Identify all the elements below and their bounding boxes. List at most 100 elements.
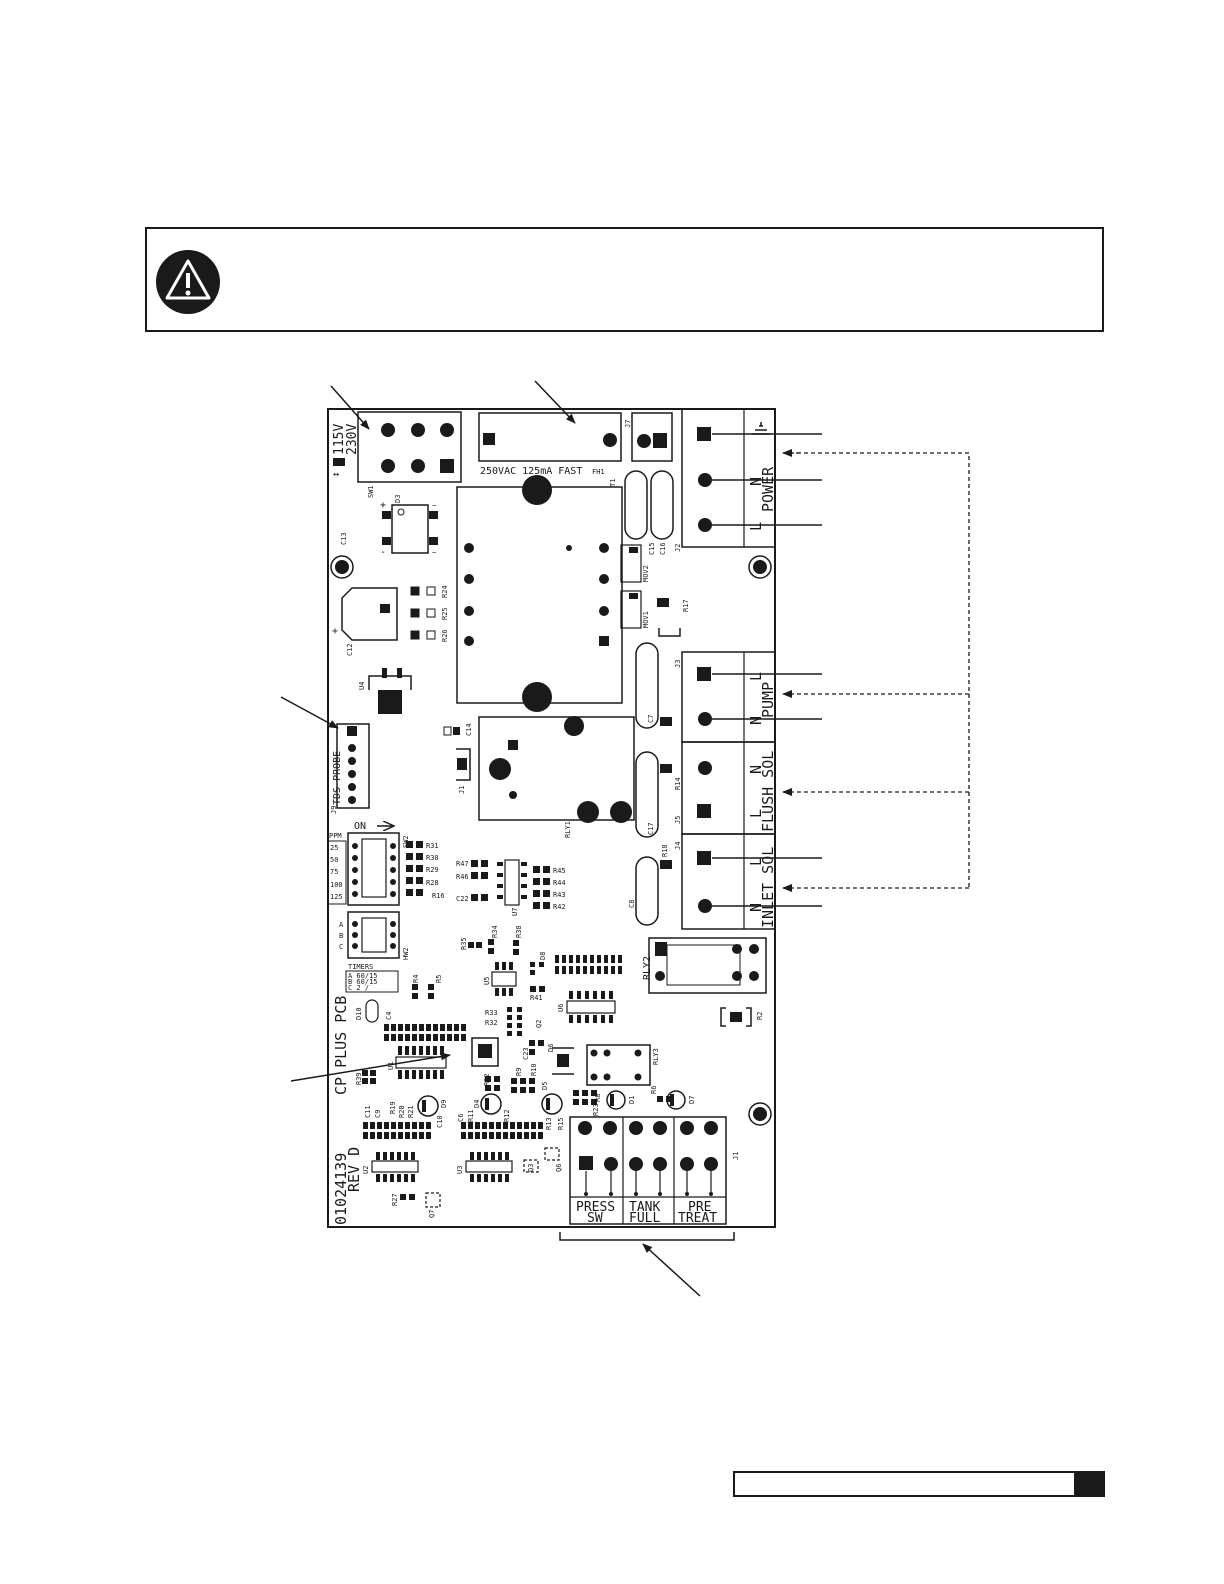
power-l-label: L: [747, 522, 765, 531]
timer-row-b: B 60/15: [348, 978, 378, 986]
d9-label: D9: [440, 1100, 448, 1108]
r12-label: R12: [503, 1109, 511, 1122]
pre-label: PRE: [688, 1200, 711, 1215]
tds-probe-label: TDS PROBE: [332, 751, 343, 805]
transformer-t1: [456, 486, 623, 704]
q3-label: Q3: [527, 1164, 535, 1172]
r19-label: R19: [389, 1101, 397, 1114]
dip-switch-sw2: [347, 832, 400, 906]
mov2-label: MOV2: [642, 565, 650, 582]
svg-text:+: +: [380, 500, 386, 511]
swap-arrow-icon: ↔: [333, 469, 339, 480]
r25-label: R25: [441, 607, 449, 620]
r27-label: R27: [391, 1193, 399, 1206]
r29-label: R29: [426, 866, 439, 874]
ppm-50: 50: [330, 856, 338, 864]
footer-bar: [733, 1471, 1076, 1497]
c13-label: C13: [340, 532, 348, 545]
u1-label: U1: [387, 1062, 395, 1070]
r11-label: R11: [467, 1109, 475, 1122]
pump-label: PUMP: [759, 682, 777, 718]
ppm-75: 75: [330, 868, 338, 876]
r17-label: R17: [682, 599, 690, 612]
c12-label: C12: [346, 643, 354, 656]
c17-label: C17: [647, 822, 655, 835]
j5-label: J5: [674, 816, 682, 824]
pump-l-label: L: [747, 672, 765, 681]
svg-text:~: ~: [432, 502, 436, 510]
u7-label: U7: [511, 908, 519, 916]
r33-label: R33: [485, 1009, 498, 1017]
r13-label: R13: [545, 1117, 553, 1130]
u2-label: U2: [362, 1166, 370, 1174]
c22-label: C22: [456, 895, 469, 903]
mounting-holes: [330, 555, 772, 1126]
r39-label: R39: [355, 1072, 363, 1085]
r2-label: R2: [756, 1012, 764, 1020]
relay-rly2: [648, 937, 767, 994]
low-voltage-bracket: [559, 1232, 735, 1241]
r5-label: R5: [435, 975, 443, 983]
r26-label: R26: [441, 629, 449, 642]
r14-label: R14: [674, 777, 682, 790]
r24-label: R24: [441, 585, 449, 598]
jumper-b-label: B: [339, 932, 343, 940]
u4-label: U4: [358, 682, 366, 690]
j1-terminal-block: [569, 1116, 727, 1225]
power-label: POWER: [759, 466, 777, 512]
callout-leaders: [280, 380, 822, 1297]
timer-jumper-hw2: [347, 911, 400, 959]
tank-label: TANK: [629, 1200, 660, 1215]
flush-n-label: N: [747, 765, 765, 774]
r8-label: R8: [594, 1094, 602, 1102]
r31-label: R31: [426, 842, 439, 850]
r35-label: R35: [460, 937, 468, 950]
r16-label: R16: [432, 892, 445, 900]
jumper-c-label: C: [339, 943, 343, 951]
fuse-rating-label: 250VAC 125mA FAST: [480, 466, 582, 477]
r23-label: R23: [592, 1103, 600, 1116]
ppm-125: 125: [330, 893, 343, 901]
footer-page-block: [1074, 1471, 1105, 1497]
voltage-230-label: 230V: [345, 424, 360, 455]
d8-label: D8: [539, 952, 547, 960]
u5-label: U5: [483, 977, 491, 985]
misc-smd-parts: [362, 939, 672, 1200]
ppm-25: 25: [330, 844, 338, 852]
c7-label: C7: [647, 715, 655, 723]
r28-label: R28: [426, 879, 439, 887]
rly1-label: RLY1: [564, 821, 572, 838]
d3-label: D3: [394, 495, 402, 503]
press-label: PRESS: [576, 1200, 615, 1215]
j9-label: J9: [330, 806, 338, 814]
d7-label: D7: [688, 1096, 696, 1104]
u3-label: U3: [456, 1166, 464, 1174]
pcb-name-label: CP PLUS PCB: [332, 996, 350, 1095]
j7-label: J7: [624, 420, 632, 428]
ground-dashed-lines: [782, 449, 970, 892]
j2-label: J2: [674, 544, 682, 552]
d4-label: D4: [473, 1100, 481, 1108]
r43-label: R43: [553, 891, 566, 899]
r10-label: R10: [530, 1063, 538, 1076]
j1-small-label: J1: [458, 786, 466, 794]
d10-label: D10: [355, 1007, 363, 1020]
c4-label: C4: [385, 1012, 393, 1020]
pump-n-label: N: [747, 716, 765, 725]
r15-label: R15: [557, 1117, 565, 1130]
c16-label: C16: [659, 542, 667, 555]
treat-label: TREAT: [678, 1211, 717, 1226]
r30-label: R30: [426, 854, 439, 862]
d1-label: D1: [628, 1096, 636, 1104]
rly3-label: RLY3: [652, 1048, 660, 1065]
ground-icon: [752, 422, 770, 435]
r47-label: R47: [456, 860, 469, 868]
r42-label: R42: [553, 903, 566, 911]
led-indicators: [417, 1090, 686, 1117]
d5-label: D5: [541, 1082, 549, 1090]
voltage-indicator: [333, 458, 345, 466]
q6-label: Q6: [555, 1164, 563, 1172]
j3-label: J3: [674, 660, 682, 668]
timers-label: TIMERS: [348, 963, 373, 971]
